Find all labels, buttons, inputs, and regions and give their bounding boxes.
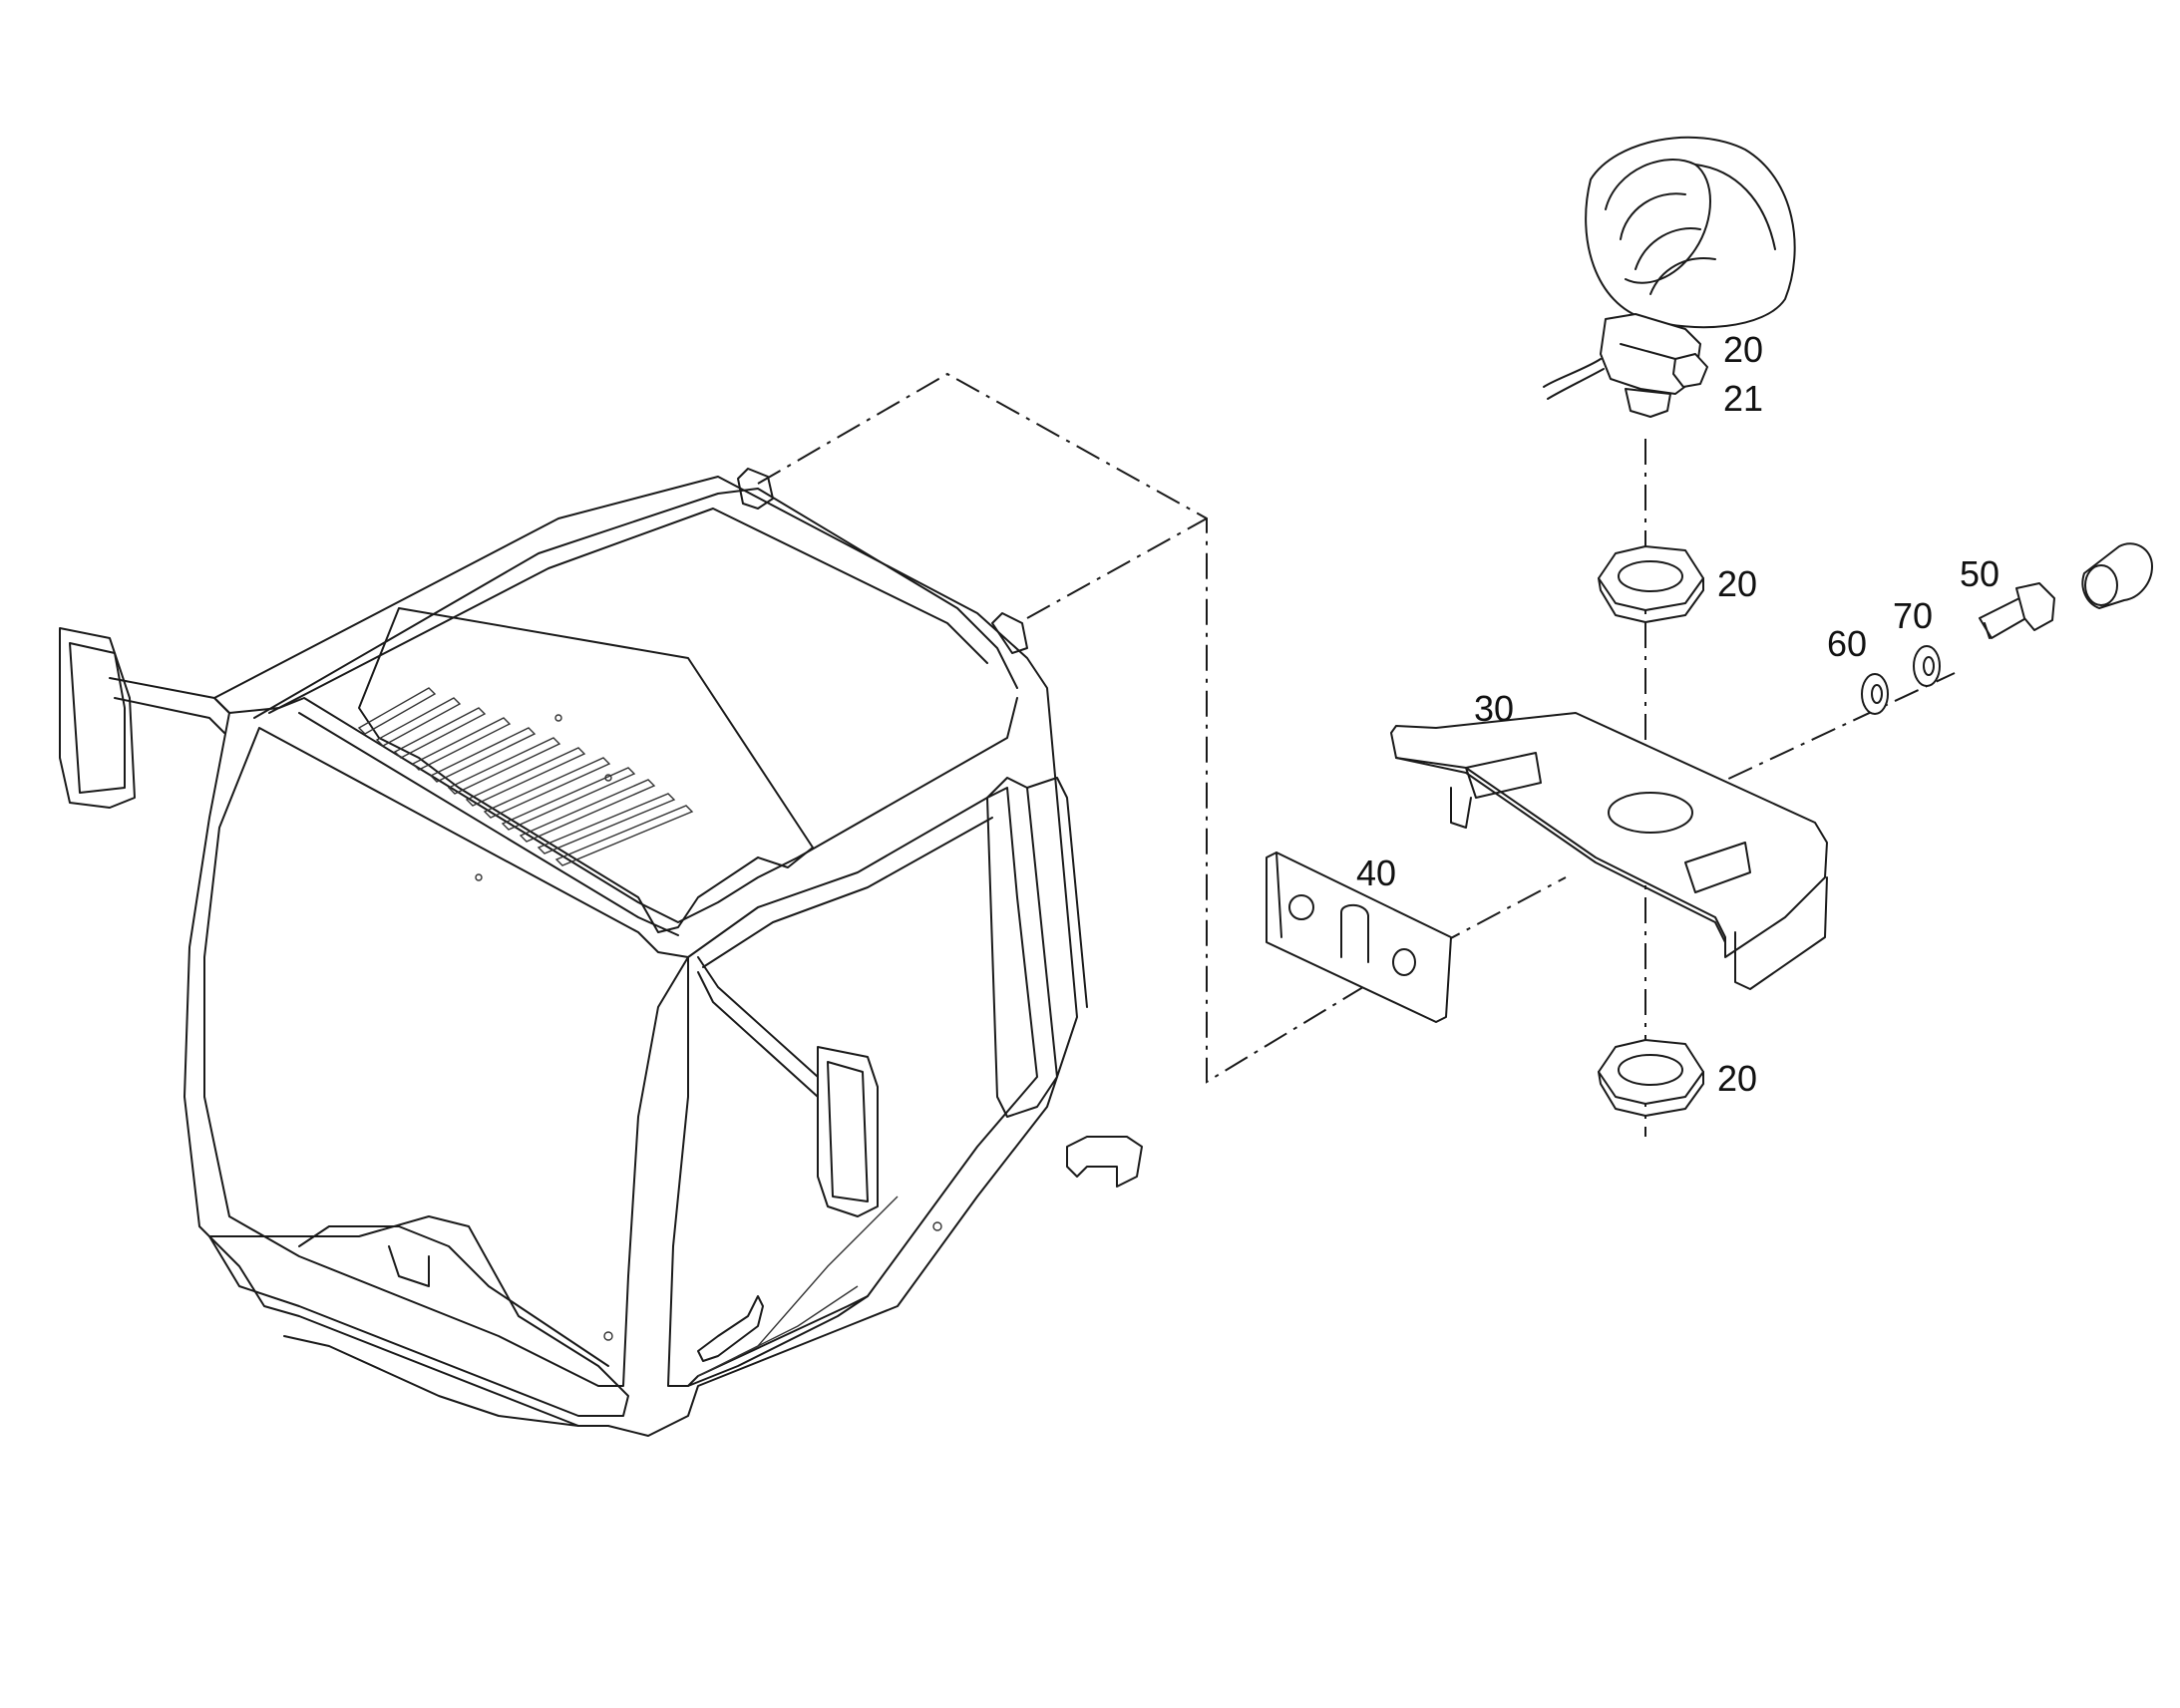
assembly-lines <box>757 372 1956 1137</box>
cab-drawing <box>59 468 1143 1437</box>
callout-washer-70: 70 <box>1893 595 1933 636</box>
callout-nut-upper: 20 <box>1717 563 1757 604</box>
callout-labels: 20 21 20 30 40 20 60 70 50 <box>1356 329 1999 1099</box>
shim-plate <box>1266 852 1452 1023</box>
hex-bolt-50 <box>1979 582 2055 639</box>
vent-slots <box>357 687 694 866</box>
washer-60 <box>1861 673 1889 715</box>
mounting-bracket <box>1390 712 1828 990</box>
protective-cap <box>2081 542 2153 609</box>
callout-plate: 40 <box>1356 853 1396 893</box>
callout-washer-60: 60 <box>1827 623 1867 664</box>
callout-lamp: 21 <box>1723 378 1763 419</box>
work-lamp <box>1543 136 1796 418</box>
callout-bracket: 30 <box>1474 688 1514 729</box>
hex-nut-upper <box>1598 545 1704 623</box>
callout-bolt: 50 <box>1960 553 1999 594</box>
hex-nut-lower <box>1598 1039 1704 1117</box>
callout-lamp-nut: 20 <box>1723 329 1763 370</box>
washer-70 <box>1913 645 1941 687</box>
callout-nut-lower: 20 <box>1717 1058 1757 1099</box>
